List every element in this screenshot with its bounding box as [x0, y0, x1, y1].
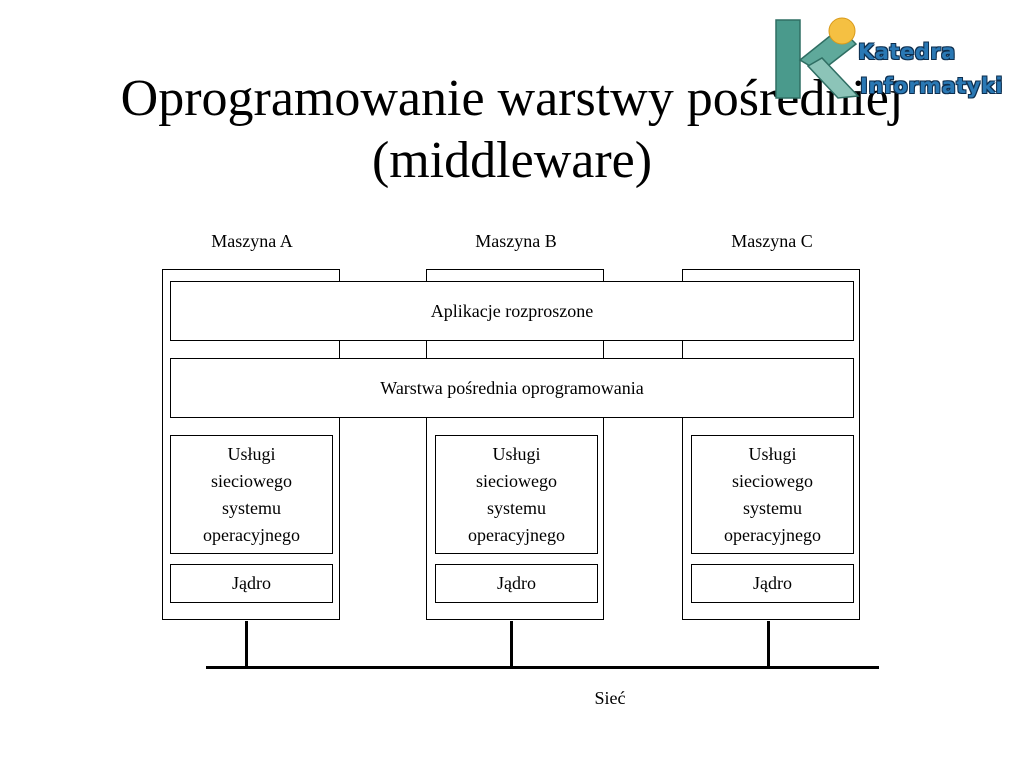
middleware-layer-label: Warstwa pośrednia oprogramowania [380, 377, 644, 398]
machine-a-os-services: Usługi sieciowego systemu operacyjnego [170, 435, 333, 554]
machine-c-label: Maszyna C [731, 231, 813, 251]
logo-text-informatyki: Informatyki [860, 74, 1004, 98]
machine-b-os-services: Usługi sieciowego systemu operacyjnego [435, 435, 598, 554]
machine-b-network-link [510, 621, 513, 668]
logo-k-icon [775, 17, 860, 99]
machine-b-label: Maszyna B [475, 231, 557, 251]
slide-title-line1: Oprogramowanie warstwy pośredniej [120, 70, 904, 127]
machine-a-kernel: Jądro [170, 564, 333, 603]
slide-title: Oprogramowanie warstwy pośredniej (middl… [0, 68, 1024, 192]
middleware-layer: Warstwa pośrednia oprogramowania [170, 358, 854, 418]
slide-title-line2: (middleware) [371, 132, 653, 189]
logo-text-katedra: Katedra [858, 40, 956, 64]
distributed-applications-layer: Aplikacje rozproszone [170, 281, 854, 341]
machine-c-os-services: Usługi sieciowego systemu operacyjnego [691, 435, 854, 554]
machine-c-network-link [767, 621, 770, 668]
machine-a-label: Maszyna A [211, 231, 293, 251]
network-bus-line [206, 666, 879, 669]
network-label: Sieć [594, 688, 626, 708]
katedra-informatyki-logo: Katedra Informatyki [772, 14, 1008, 104]
machine-b-kernel: Jądro [435, 564, 598, 603]
machine-a-network-link [245, 621, 248, 668]
machine-c-kernel: Jądro [691, 564, 854, 603]
distributed-applications-label: Aplikacje rozproszone [430, 300, 594, 321]
